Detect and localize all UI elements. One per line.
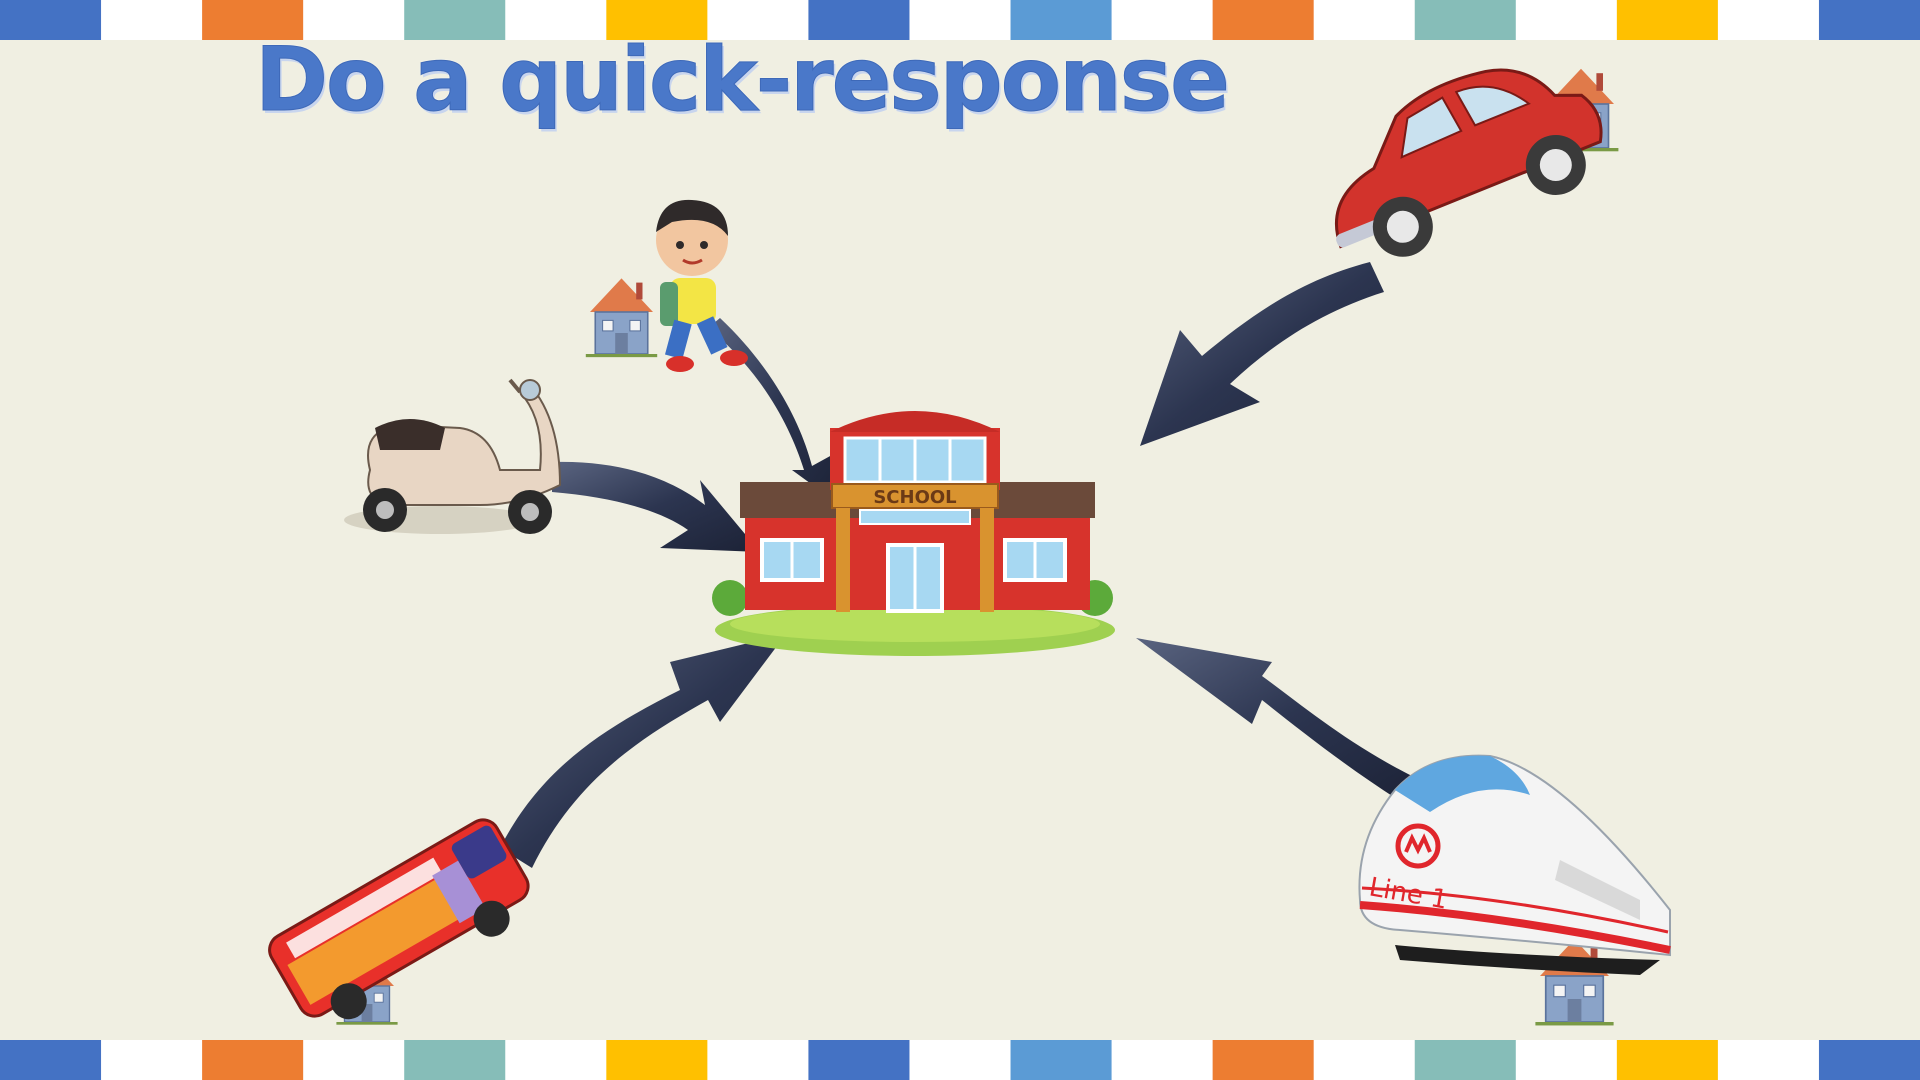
house-icon bbox=[1534, 938, 1615, 1027]
strip-block bbox=[505, 1040, 607, 1080]
strip-block bbox=[1212, 1040, 1315, 1080]
strip-block bbox=[707, 0, 809, 40]
strip-block bbox=[808, 1040, 910, 1080]
car bbox=[1334, 67, 1620, 257]
metro-train: Line 1 bbox=[1358, 754, 1671, 1027]
strip-block bbox=[202, 0, 304, 40]
strip-block bbox=[1010, 0, 1113, 40]
strip-block bbox=[1414, 1040, 1517, 1080]
strip-block bbox=[1515, 1040, 1618, 1080]
strip-block bbox=[707, 1040, 809, 1080]
strip-block bbox=[505, 0, 607, 40]
strip-block bbox=[1111, 1040, 1214, 1080]
strip-block bbox=[909, 0, 1012, 40]
strip-block bbox=[606, 1040, 708, 1080]
strip-block bbox=[1818, 0, 1920, 40]
strip-block bbox=[1515, 0, 1618, 40]
school-sign: SCHOOL bbox=[873, 487, 956, 508]
strip-block bbox=[404, 0, 506, 40]
strip-block bbox=[1212, 0, 1315, 40]
arrow-from-motorbike bbox=[552, 461, 760, 552]
arrow-from-walking bbox=[708, 318, 840, 505]
arrow-from-bus bbox=[500, 634, 786, 868]
strip-block bbox=[1111, 0, 1214, 40]
walking-child bbox=[585, 199, 748, 372]
strip-block bbox=[0, 0, 102, 40]
bottom-color-strip bbox=[0, 1040, 1920, 1080]
strip-block bbox=[303, 1040, 405, 1080]
bus bbox=[268, 818, 530, 1026]
slide-title: Do a quick-response bbox=[255, 28, 1231, 132]
strip-block bbox=[909, 1040, 1012, 1080]
strip-block bbox=[1010, 1040, 1113, 1080]
school-building: SCHOOL bbox=[712, 411, 1115, 656]
motorbike bbox=[344, 378, 562, 534]
strip-block bbox=[404, 1040, 506, 1080]
strip-block bbox=[1717, 1040, 1820, 1080]
strip-block bbox=[1818, 1040, 1920, 1080]
strip-block bbox=[1313, 0, 1416, 40]
strip-block bbox=[1616, 1040, 1719, 1080]
top-color-strip bbox=[0, 0, 1920, 40]
strip-block bbox=[1414, 0, 1517, 40]
strip-block bbox=[0, 1040, 102, 1080]
strip-block bbox=[1616, 0, 1719, 40]
strip-block bbox=[1313, 1040, 1416, 1080]
strip-block bbox=[303, 0, 405, 40]
arrow-from-car bbox=[1140, 262, 1384, 446]
strip-block bbox=[101, 1040, 203, 1080]
house-icon bbox=[585, 277, 658, 358]
arrow-from-train bbox=[1136, 638, 1420, 806]
strip-block bbox=[202, 1040, 304, 1080]
strip-block bbox=[606, 0, 708, 40]
strip-block bbox=[808, 0, 910, 40]
strip-block bbox=[1717, 0, 1820, 40]
strip-block bbox=[101, 0, 203, 40]
